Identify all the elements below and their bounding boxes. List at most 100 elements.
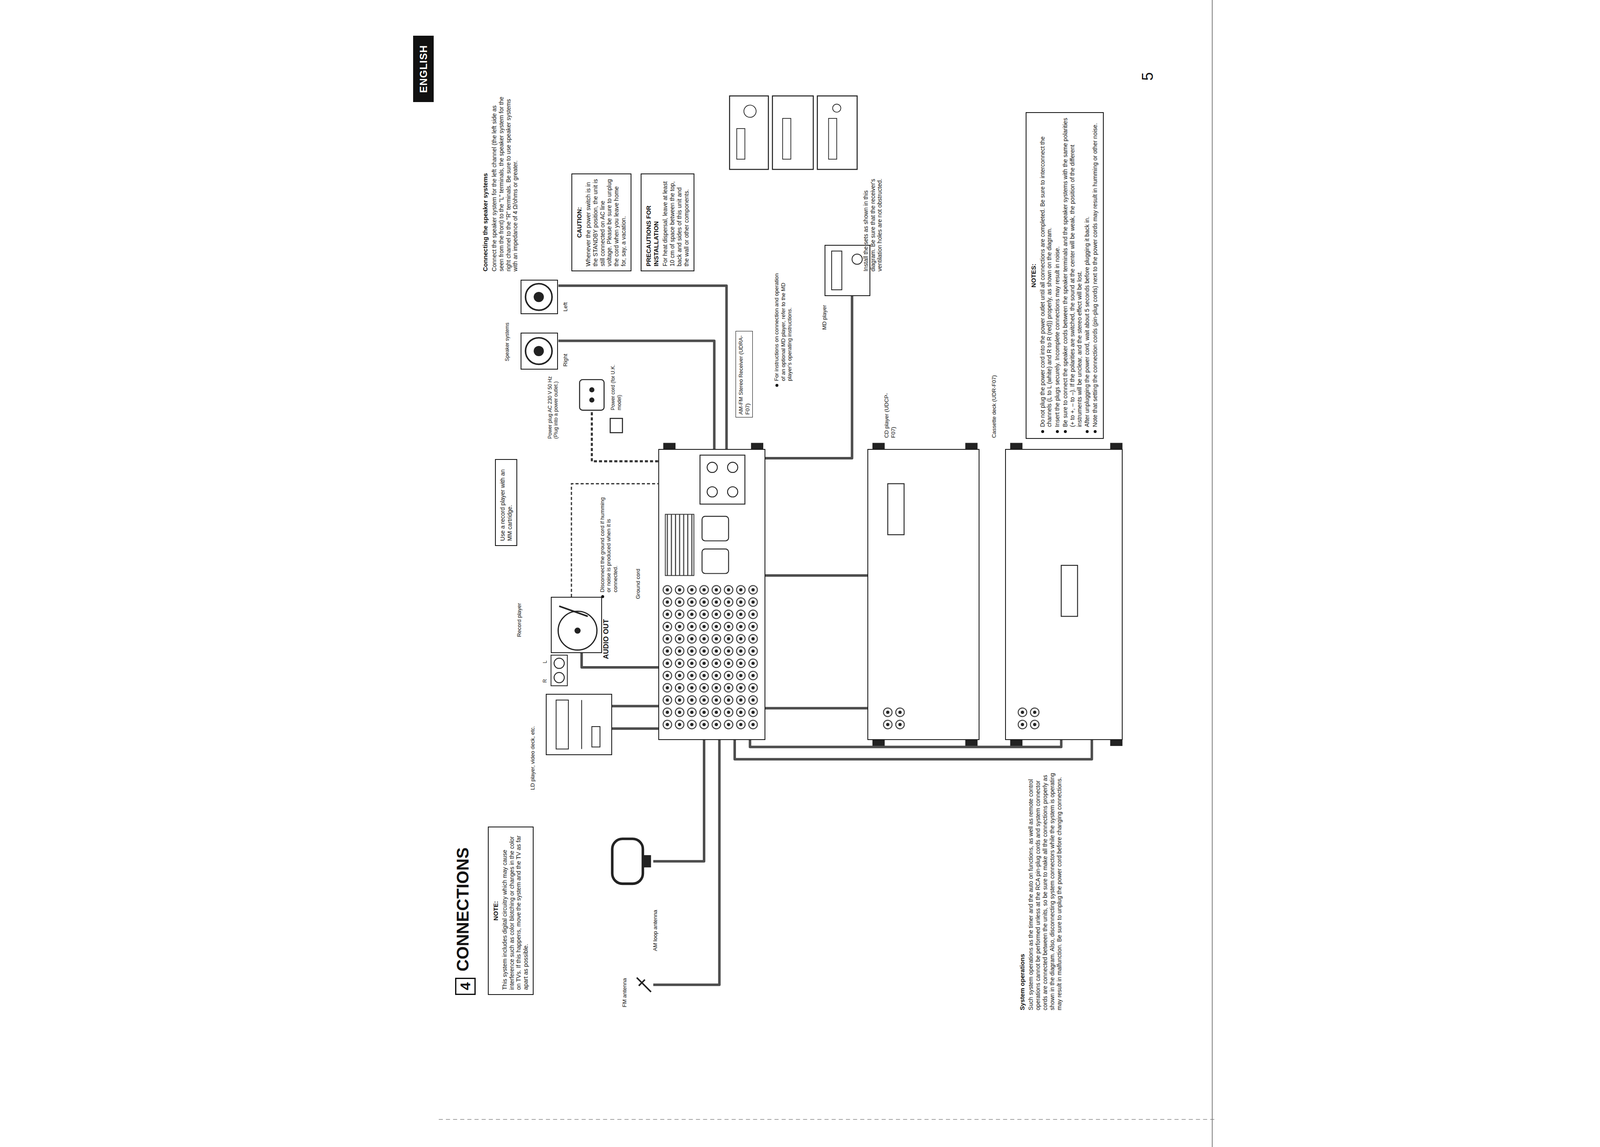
md-display bbox=[831, 251, 842, 290]
stack-unit bbox=[817, 95, 858, 170]
audio-out-panel bbox=[550, 654, 568, 686]
turntable-platter bbox=[557, 610, 597, 650]
power-cord bbox=[591, 410, 659, 461]
cable-connector bbox=[734, 739, 1092, 760]
ld-detail bbox=[591, 726, 600, 747]
speaker-cone bbox=[525, 283, 553, 310]
label-holder: AUDIO OUT bbox=[602, 597, 611, 660]
label-holder: R bbox=[542, 674, 548, 683]
scan-edge bbox=[438, 1118, 1215, 1120]
speaker-left-text: Left bbox=[562, 288, 569, 312]
channel-label: R bbox=[542, 674, 548, 683]
foot bbox=[751, 442, 764, 449]
am-loop-antenna: AM loop antenna bbox=[609, 831, 654, 888]
receiver-jacks bbox=[661, 583, 760, 731]
instruction-text: Connect the speaker system for the left … bbox=[490, 91, 519, 272]
record-player-unit: Record player bbox=[550, 596, 603, 653]
system-connector bbox=[887, 483, 905, 535]
cable-connector bbox=[612, 704, 659, 708]
terminal bbox=[707, 486, 718, 497]
system-connector bbox=[1061, 565, 1078, 616]
section-heading: Connecting the speaker systems bbox=[481, 91, 490, 272]
foot bbox=[1110, 739, 1123, 747]
installation-note: Install the sets as shown in this diagra… bbox=[862, 173, 884, 272]
precautions-box-text: For heat dispersal, leave at least 10 cm… bbox=[661, 178, 690, 267]
notes-box-text: Do not plug the power cord into the powe… bbox=[1039, 117, 1054, 434]
stack-detail bbox=[828, 118, 837, 160]
md-knob bbox=[851, 254, 862, 265]
language-tab: ENGLISH bbox=[413, 35, 434, 103]
cd-player-unit-text: CD player (UDCP-F07) bbox=[883, 386, 897, 438]
speaker-cone bbox=[525, 337, 553, 364]
speaker-right-text: Right bbox=[562, 343, 569, 367]
speaker-left: Left bbox=[520, 279, 559, 315]
foot bbox=[872, 442, 885, 449]
cable-connector bbox=[765, 573, 868, 577]
power-cord-label: Power cord (for U.K. model) bbox=[610, 356, 623, 410]
am-loop bbox=[612, 838, 643, 884]
foot bbox=[872, 739, 885, 747]
notes-box-text: Insert the plugs securely. Incomplete co… bbox=[1053, 117, 1061, 434]
foot bbox=[1010, 739, 1023, 747]
foot bbox=[965, 442, 978, 449]
cable-connector bbox=[558, 340, 715, 450]
cable-connector bbox=[765, 706, 868, 710]
speaker-cone bbox=[533, 291, 544, 302]
fm-antenna-wire bbox=[636, 977, 652, 992]
label-holder: L bbox=[542, 654, 548, 663]
ground-note: Disconnect the ground cord if humming or… bbox=[599, 491, 619, 599]
caution-box-text: CAUTION: bbox=[575, 178, 584, 267]
terminal bbox=[727, 462, 738, 473]
note-box-text: This system includes digital circuitry w… bbox=[501, 831, 530, 990]
terminal bbox=[707, 462, 718, 473]
foot bbox=[1110, 442, 1123, 449]
power-plug-label: Power plug AC 230 V 50 Hz (Plug into a p… bbox=[547, 371, 560, 439]
notes-box-text: After unplugging the power cord, wait ab… bbox=[1083, 117, 1091, 434]
record-player-unit-text: Record player bbox=[515, 575, 523, 637]
stack-unit bbox=[729, 95, 769, 170]
precautions-box: PRECAUTIONS FOR INSTALLATIONFor heat dis… bbox=[640, 173, 694, 272]
label-holder: 5 bbox=[1138, 66, 1157, 81]
cable-connector bbox=[653, 739, 705, 862]
speaker-label: Speaker systems bbox=[504, 279, 511, 362]
cassette-jacks bbox=[1016, 705, 1041, 731]
tonearm bbox=[559, 605, 588, 616]
outlet-hole bbox=[589, 387, 595, 393]
cable-connector bbox=[612, 727, 659, 730]
caution-box-text: Whenever the power switch is in the STAN… bbox=[584, 178, 628, 267]
stack-detail bbox=[743, 104, 757, 118]
power-outlet bbox=[579, 379, 605, 411]
scan-edge bbox=[1212, 0, 1213, 1147]
label-holder: Power plug AC 230 V 50 Hz (Plug into a p… bbox=[547, 371, 560, 439]
am-loop-base bbox=[642, 854, 651, 867]
section-heading: System operations bbox=[1018, 769, 1027, 1010]
record-player-note: Use a record player with an MM cartridge… bbox=[494, 458, 518, 546]
output-label: AUDIO OUT bbox=[602, 597, 611, 660]
note-box-text: NOTE: bbox=[492, 831, 500, 990]
instruction-text: Such system operations as the timer and … bbox=[1027, 769, 1063, 1010]
page-number: 5 bbox=[1138, 66, 1157, 81]
label-holder: Power cord (for U.K. model) bbox=[610, 356, 623, 410]
channel-label: L bbox=[542, 654, 548, 663]
label-holder: Connect the speaker system for the left … bbox=[490, 91, 519, 272]
precautions-box-text: PRECAUTIONS FOR INSTALLATION bbox=[644, 178, 660, 267]
notes-box-text: NOTES: bbox=[1029, 117, 1038, 434]
ld-detail bbox=[581, 699, 582, 749]
stack-unit bbox=[772, 95, 814, 170]
stack-detail bbox=[782, 118, 791, 160]
cable-connector bbox=[581, 652, 659, 668]
foot bbox=[1010, 442, 1023, 449]
label-holder: Connecting the speaker systems bbox=[481, 91, 490, 272]
ld-player-unit: LD player, video deck, etc. bbox=[545, 693, 613, 755]
foot bbox=[663, 442, 676, 449]
stack-detail bbox=[736, 128, 745, 160]
rca-jack bbox=[554, 657, 565, 668]
turntable-spindle bbox=[574, 627, 581, 634]
ac-outlet bbox=[701, 548, 729, 574]
fm-antenna-text: FM antenna bbox=[621, 961, 629, 1007]
speaker-terminals bbox=[699, 455, 745, 505]
label-holder: Disconnect the ground cord if humming or… bbox=[599, 491, 620, 599]
